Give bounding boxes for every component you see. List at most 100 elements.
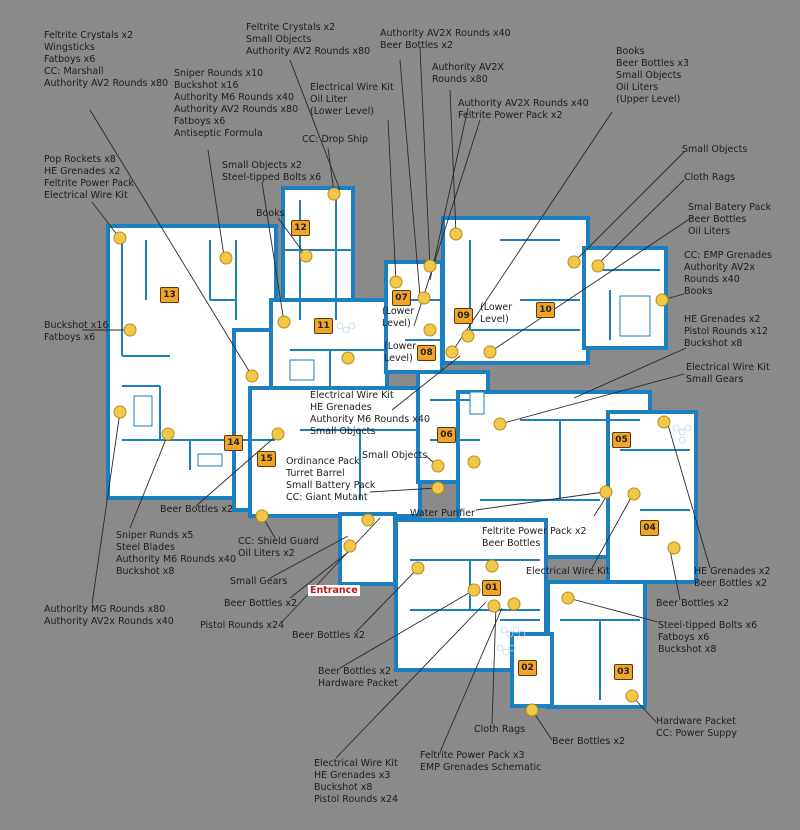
item-marker — [561, 591, 575, 605]
callout: Beer Bottles x2 — [552, 736, 626, 747]
hex-tiles — [336, 322, 692, 656]
item-marker — [341, 351, 355, 365]
callout: HE Grenades x2 Pistol Rounds x12 Bucksho… — [684, 314, 769, 349]
item-marker — [255, 509, 269, 523]
callout: Small Objects — [682, 144, 748, 155]
item-marker — [667, 541, 681, 555]
callout: Books Beer Bottles x3 Small Objects Oil … — [616, 46, 690, 105]
callout: Feltrite Power Pack x3 EMP Grenades Sche… — [420, 750, 542, 773]
callout: CC: Drop Ship — [302, 134, 369, 145]
item-marker — [219, 251, 233, 265]
item-marker — [123, 323, 137, 337]
item-marker — [467, 455, 481, 469]
item-marker — [431, 481, 445, 495]
item-marker — [431, 459, 445, 473]
leader-lines — [82, 47, 711, 759]
callout: Electrical Wire Kit Small Gears — [686, 362, 770, 385]
item-marker — [277, 315, 291, 329]
callout: CC: EMP Grenades Authority AV2x Rounds x… — [684, 250, 773, 297]
callout: Small Objects — [362, 450, 428, 461]
callout: Buckshot x16 Fatboys x6 — [44, 320, 109, 343]
item-marker — [161, 427, 175, 441]
item-marker — [445, 345, 459, 359]
item-marker — [449, 227, 463, 241]
room-badge: 06 — [437, 427, 456, 443]
floor-area — [106, 186, 698, 709]
callout: Feltrite Crystals x2 Wingsticks Fatboys … — [44, 30, 169, 89]
room-badge: 05 — [612, 432, 631, 448]
item-marker — [245, 369, 259, 383]
room-badge: 02 — [518, 660, 537, 676]
callout: Books — [256, 208, 285, 219]
floor-level-note: (Lower Level) — [480, 302, 513, 325]
item-marker — [599, 485, 613, 499]
callout: Beer Bottles x2 Hardware Packet — [318, 666, 398, 689]
room-badge: 08 — [417, 345, 436, 361]
item-marker — [657, 415, 671, 429]
callout: Steel-tipped Bolts x6 Fatboys x6 Bucksho… — [658, 620, 758, 655]
callout: Small Objects x2 Steel-tipped Bolts x6 — [222, 160, 322, 183]
item-marker — [591, 259, 605, 273]
callout: Smal Batery Pack Beer Bottles Oil Liters — [688, 202, 772, 237]
item-marker — [299, 249, 313, 263]
item-marker — [361, 513, 375, 527]
room-badge: 04 — [640, 520, 659, 536]
room-badge: 09 — [454, 308, 473, 324]
callout: Cloth Rags — [474, 724, 526, 735]
interior-walls — [121, 200, 690, 700]
item-marker — [507, 597, 521, 611]
item-marker — [411, 561, 425, 575]
callout: Beer Bottles x2 — [656, 598, 730, 609]
item-marker — [483, 345, 497, 359]
room-badge: 11 — [314, 318, 333, 334]
item-markers[interactable] — [113, 187, 681, 717]
callout: Beer Bottles x2 — [224, 598, 298, 609]
callout: Sniper Runds x5 Steel Blades Authority M… — [116, 530, 236, 577]
floor-level-note: (Lower Level) — [384, 341, 417, 364]
room-badge: 14 — [224, 435, 243, 451]
room-badge: 13 — [160, 287, 179, 303]
item-marker — [493, 417, 507, 431]
callout: Electrical Wire Kit Oil Liter (Lower Lev… — [310, 82, 394, 117]
callout: Authority MG Rounds x80 Authority AV2x R… — [44, 604, 174, 627]
callout: Hardware Packet CC: Power Suppy — [656, 716, 737, 739]
callout: Cloth Rags — [684, 172, 736, 183]
item-marker — [327, 187, 341, 201]
callout: Ordinance Pack Turret Barrel Small Batte… — [286, 456, 376, 503]
item-marker — [343, 539, 357, 553]
callout: HE Grenades x2 Beer Bottles x2 — [694, 566, 771, 589]
item-marker — [389, 275, 403, 289]
item-marker — [525, 703, 539, 717]
callout: Water Purifier — [410, 508, 475, 519]
item-marker — [417, 291, 431, 305]
callout: Feltrite Power Pack x2 Beer Bottles — [482, 526, 587, 549]
item-marker — [567, 255, 581, 269]
room-badge: 10 — [536, 302, 555, 318]
item-marker — [625, 689, 639, 703]
callout: Electrical Wire Kit HE Grenades Authorit… — [310, 390, 430, 437]
floor-level-note: (Lower Level) — [382, 306, 415, 329]
callout: Electrical Wire Kit HE Grenades x3 Bucks… — [314, 758, 399, 805]
room-badge: 15 — [257, 451, 276, 467]
item-marker — [271, 427, 285, 441]
callout: CC: Shield Guard Oil Liters x2 — [238, 536, 319, 559]
callout: Pop Rockets x8 HE Grenades x2 Feltrite P… — [44, 154, 134, 201]
room-badge: 12 — [291, 220, 310, 236]
room-badge: 01 — [482, 580, 501, 596]
callout: Pistol Rounds x24 — [200, 620, 285, 631]
item-marker — [467, 583, 481, 597]
entrance-label: Entrance — [308, 585, 360, 596]
callout: Sniper Rounds x10 Buckshot x16 Authority… — [174, 68, 299, 139]
callout: Small Gears — [230, 576, 288, 587]
item-marker — [423, 259, 437, 273]
stairs — [133, 295, 651, 467]
item-marker — [485, 559, 499, 573]
callout: Authority AV2X Rounds x80 — [432, 62, 504, 85]
item-marker — [487, 599, 501, 613]
callout: Electrical Wire Kit — [526, 566, 610, 577]
callout: Authority AV2X Rounds x40 Beer Bottles x… — [380, 28, 511, 51]
callout: Beer Bottles x2 — [292, 630, 366, 641]
callout: Authority AV2X Rounds x40 Feltrite Power… — [458, 98, 589, 121]
item-marker — [627, 487, 641, 501]
